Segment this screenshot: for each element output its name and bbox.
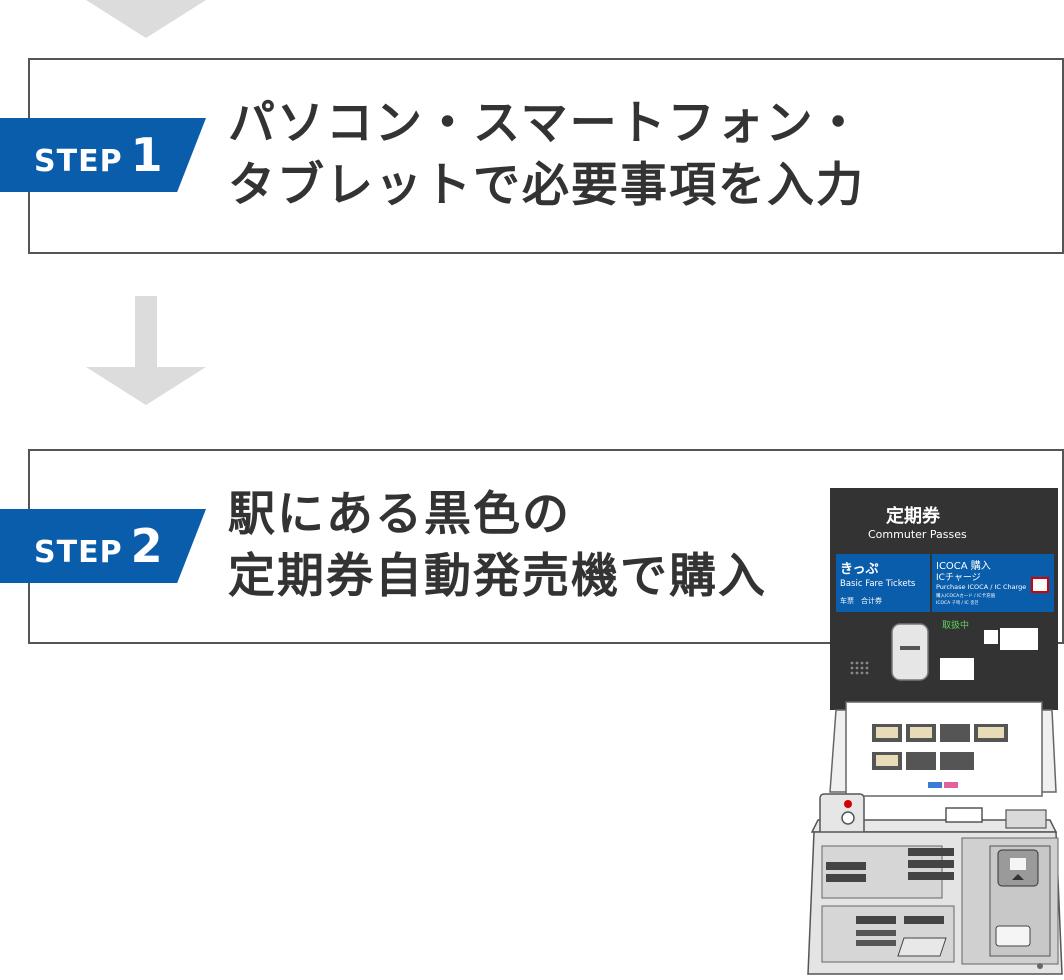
machine-tickets-detail: 车票 合计券 — [840, 597, 882, 605]
arrow-down-top — [86, 0, 206, 38]
machine-icoca-small-2: ICOCA 구매 / IC 충전 — [936, 601, 979, 606]
step-1-box — [28, 58, 1064, 254]
step-2-title: 駅にある黒色の 定期券自動発売機で購入 — [228, 484, 767, 608]
machine-status-label: 取扱中 — [942, 621, 970, 631]
machine-header-subtitle: Commuter Passes — [868, 528, 967, 541]
machine-icoca-detail: Purchase ICOCA / IC Charge — [936, 583, 1027, 591]
machine-tickets-subtitle: Basic Fare Tickets — [840, 579, 916, 589]
step-2-number: 2 — [130, 519, 163, 573]
step-2-label: STEP — [34, 535, 123, 570]
step-1-label: STEP — [34, 144, 123, 179]
machine-icoca-subtitle: ICチャージ — [936, 573, 981, 583]
step-1-title: パソコン・スマートフォン・ タブレットで必要事項を入力 — [228, 93, 865, 217]
ticket-machine-svg — [807, 488, 1063, 975]
machine-tickets-title: きっぷ — [840, 562, 879, 577]
machine-icoca-title: ICOCA 購入 — [936, 561, 991, 572]
step-1-number: 1 — [130, 128, 163, 182]
step-1-badge: STEP 1 — [0, 118, 206, 192]
step-2-badge: STEP 2 — [0, 509, 206, 583]
machine-icoca-small-1: 購入ICOCAカード / IC卡充值 — [936, 594, 996, 599]
ticket-machine-illustration: 定期券 Commuter Passes きっぷ Basic Fare Ticke… — [800, 486, 1064, 976]
arrow-down-icon — [86, 367, 206, 405]
step-2-title-line-1: 駅にある黒色の — [228, 487, 571, 542]
machine-header-title: 定期券 — [886, 506, 940, 527]
step-1-title-line-1: パソコン・スマートフォン・ — [228, 96, 864, 151]
arrow-down-shaft — [135, 296, 157, 368]
step-1-title-line-2: タブレットで必要事項を入力 — [228, 158, 865, 213]
step-2-title-line-2: 定期券自動発売機で購入 — [228, 549, 767, 604]
